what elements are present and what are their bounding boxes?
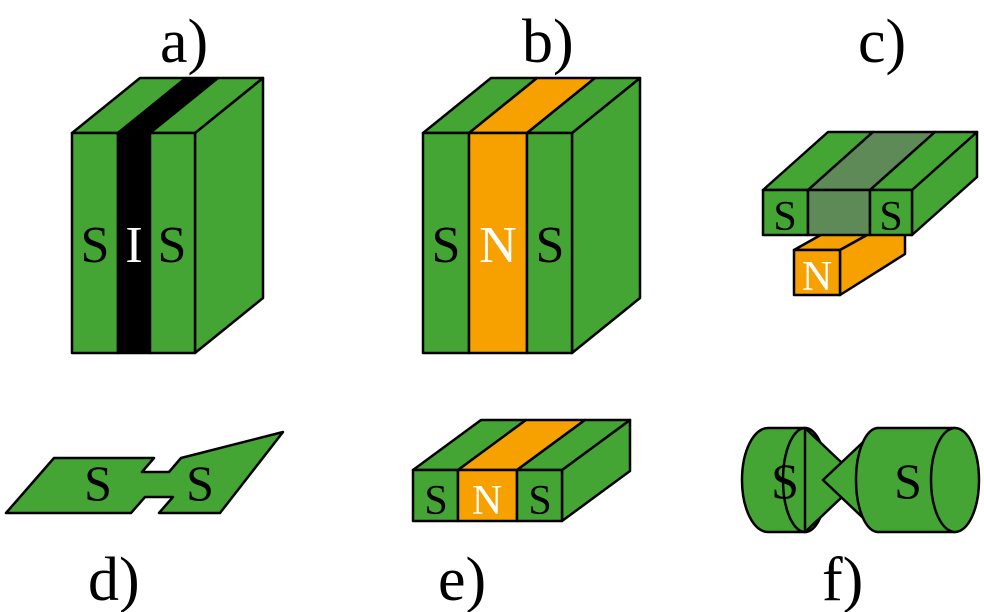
panel-e-front-left-sc (411, 468, 460, 523)
panel-a: a) S I S (70, 8, 265, 355)
panel-e-middle-label: N (472, 478, 502, 524)
panel-d-right-label: S (186, 455, 214, 511)
panel-f-label: f) (822, 546, 863, 612)
panel-e-left-label: S (424, 478, 447, 524)
panel-c: c) N S S (761, 8, 979, 300)
panel-a-label: a) (160, 8, 208, 76)
panel-f-right-label: S (894, 453, 922, 509)
panel-c-sc-bar: S S (761, 130, 979, 240)
panel-b: b) S N S (421, 8, 642, 355)
panel-f-right-cylinder: S (821, 426, 981, 534)
panel-b-front-left-sc (421, 131, 471, 355)
panel-c-normal-front (792, 248, 842, 297)
panel-b-front-normal (467, 131, 529, 355)
panel-c-front-left-sc (761, 188, 810, 237)
panel-f-left-label: S (771, 453, 799, 509)
panel-c-right-label: S (879, 194, 902, 240)
panel-e-right-label: S (528, 478, 551, 524)
panel-b-right-label: S (536, 217, 565, 274)
panel-f-right-body (854, 426, 957, 534)
panel-d-left-label: S (84, 455, 112, 511)
panel-c-front-right-sc (868, 188, 914, 237)
panel-f: S S f) (740, 426, 981, 612)
panel-b-left-label: S (432, 217, 461, 274)
panel-d-label: d) (88, 546, 140, 612)
panel-a-middle-label: I (125, 217, 142, 274)
panel-e-label: e) (438, 546, 486, 612)
panel-a-block: S I S (70, 76, 265, 355)
panel-a-front-left-sc (70, 131, 120, 355)
panel-a-left-label: S (81, 217, 110, 274)
panel-b-middle-label: N (479, 217, 517, 274)
panel-d-film (4, 430, 285, 515)
panel-b-block: S N S (421, 76, 642, 355)
panel-a-right-label: S (158, 217, 187, 274)
panel-b-front-right-sc (525, 131, 574, 355)
panel-a-front-right-sc (148, 131, 197, 355)
panel-f-right-end (929, 426, 981, 534)
panel-e-front-right-sc (515, 468, 564, 523)
panel-c-label: c) (858, 8, 906, 76)
panel-c-bottom-label: N (802, 254, 832, 300)
panel-c-front-overlap (806, 188, 872, 237)
panel-e: S N S e) (411, 418, 632, 612)
panel-b-label: b) (522, 8, 574, 76)
panel-e-front-normal (456, 468, 519, 523)
panel-d: S S d) (4, 430, 285, 612)
panel-c-left-label: S (773, 194, 796, 240)
